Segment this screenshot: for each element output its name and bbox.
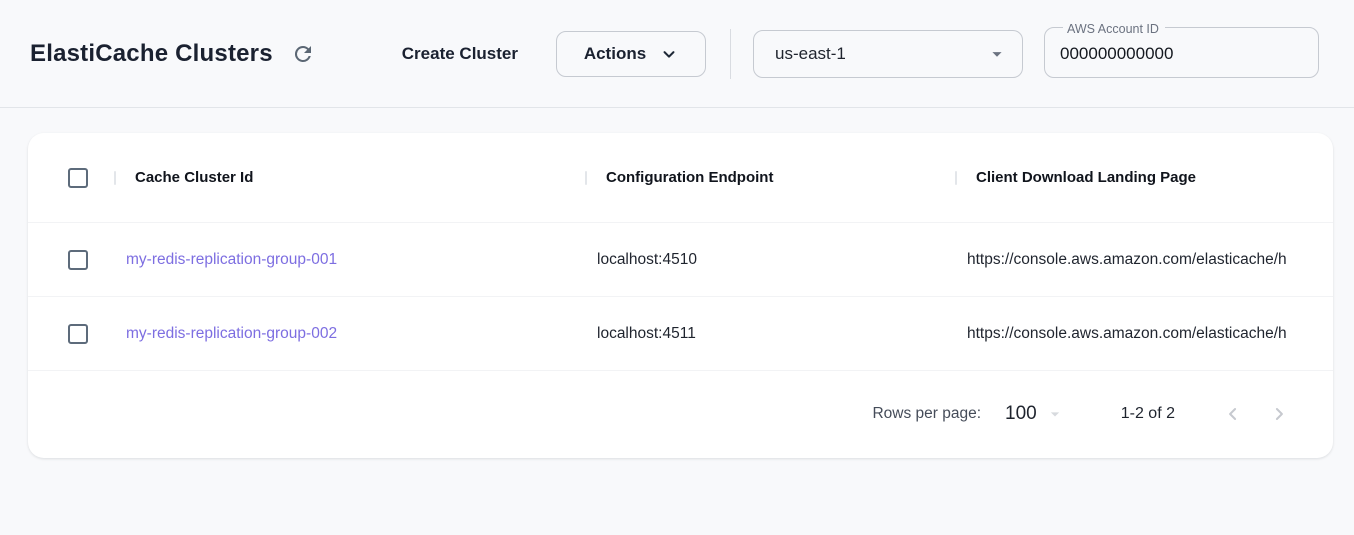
refresh-icon: [291, 42, 315, 66]
client-download-landing-page-value: https://console.aws.amazon.com/elasticac…: [967, 251, 1287, 269]
rows-per-page-select[interactable]: 100: [1005, 403, 1065, 425]
actions-button-label: Actions: [584, 44, 646, 64]
cache-cluster-id-cell: my-redis-replication-group-001: [114, 223, 585, 296]
column-header-configuration-endpoint[interactable]: Configuration Endpoint: [585, 133, 955, 222]
region-select[interactable]: us-east-1: [753, 30, 1023, 78]
table-pagination: Rows per page: 100 1-2 of 2: [28, 371, 1333, 457]
previous-page-button[interactable]: [1213, 394, 1253, 434]
chevron-down-icon: [660, 45, 678, 63]
aws-account-id-input[interactable]: [1044, 30, 1319, 78]
create-cluster-button[interactable]: Create Cluster: [398, 36, 522, 72]
header-checkbox-cell: [28, 168, 114, 188]
table-row: my-redis-replication-group-002 localhost…: [28, 297, 1333, 371]
next-page-button[interactable]: [1259, 394, 1299, 434]
clusters-table-card: Cache Cluster Id Configuration Endpoint …: [28, 133, 1333, 458]
column-header-label: Client Download Landing Page: [976, 169, 1196, 186]
chevron-right-icon: [1269, 404, 1289, 424]
configuration-endpoint-cell: localhost:4511: [585, 297, 955, 370]
client-download-landing-page-cell: https://console.aws.amazon.com/elasticac…: [955, 223, 1333, 296]
title-group: ElastiCache Clusters: [30, 36, 321, 72]
column-header-client-download-landing-page[interactable]: Client Download Landing Page: [955, 133, 1333, 222]
table-row: my-redis-replication-group-001 localhost…: [28, 223, 1333, 297]
toolbar: ElastiCache Clusters Create Cluster Acti…: [0, 0, 1354, 108]
actions-button[interactable]: Actions: [556, 31, 706, 77]
configuration-endpoint-cell: localhost:4510: [585, 223, 955, 296]
page-title: ElastiCache Clusters: [30, 40, 273, 68]
column-header-cache-cluster-id[interactable]: Cache Cluster Id: [114, 133, 585, 222]
cache-cluster-id-cell: my-redis-replication-group-002: [114, 297, 585, 370]
rows-per-page-value: 100: [1005, 403, 1037, 425]
configuration-endpoint-value: localhost:4511: [597, 325, 696, 343]
caret-down-icon: [1045, 404, 1065, 424]
cluster-link[interactable]: my-redis-replication-group-002: [126, 325, 337, 343]
aws-account-id-field: AWS Account ID AWS Account ID: [1044, 30, 1319, 78]
table-header-row: Cache Cluster Id Configuration Endpoint …: [28, 133, 1333, 223]
chevron-left-icon: [1223, 404, 1243, 424]
pagination-range-label: 1-2 of 2: [1121, 405, 1175, 423]
row-checkbox-cell: [28, 324, 114, 344]
client-download-landing-page-value: https://console.aws.amazon.com/elasticac…: [967, 325, 1287, 343]
cluster-link[interactable]: my-redis-replication-group-001: [126, 251, 337, 269]
row-checkbox[interactable]: [68, 250, 88, 270]
toolbar-divider: [730, 29, 731, 79]
column-header-label: Cache Cluster Id: [135, 169, 253, 186]
row-checkbox-cell: [28, 250, 114, 270]
refresh-button[interactable]: [285, 36, 321, 72]
select-all-checkbox[interactable]: [68, 168, 88, 188]
column-header-label: Configuration Endpoint: [606, 169, 773, 186]
row-checkbox[interactable]: [68, 324, 88, 344]
caret-down-icon: [986, 43, 1008, 65]
content-area: Cache Cluster Id Configuration Endpoint …: [0, 108, 1354, 458]
client-download-landing-page-cell: https://console.aws.amazon.com/elasticac…: [955, 297, 1333, 370]
configuration-endpoint-value: localhost:4510: [597, 251, 697, 269]
region-select-value: us-east-1: [775, 44, 986, 64]
rows-per-page-label: Rows per page:: [872, 405, 981, 423]
